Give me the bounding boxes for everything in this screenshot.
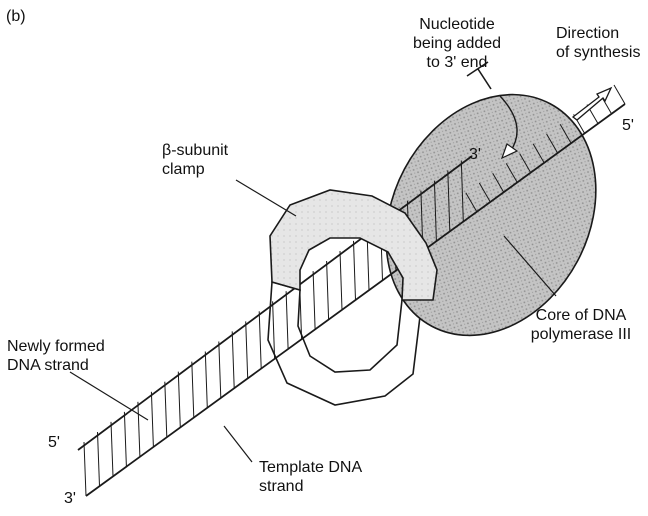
- base-pair-rung: [246, 321, 248, 378]
- clamp-back-half: [268, 282, 422, 405]
- newly-formed-5prime-label: 5': [48, 434, 60, 452]
- base-pair-rung: [327, 261, 329, 320]
- base-pair-rung: [259, 311, 261, 368]
- direction-label: Direction of synthesis: [556, 24, 640, 62]
- growing-3prime-label: 3': [469, 146, 481, 164]
- base-pair-rung: [84, 442, 86, 496]
- nucleotide-label: Nucleotide being added to 3' end: [393, 15, 521, 72]
- template-3prime-label: 3': [64, 490, 76, 508]
- base-pair-rung: [192, 362, 194, 418]
- base-pair-rung: [98, 432, 100, 486]
- base-pair-rung: [614, 85, 625, 104]
- newly-formed-leader: [70, 372, 148, 420]
- base-pair-rung: [138, 402, 140, 457]
- base-pair-rung: [354, 241, 356, 300]
- clamp-label: β-subunit clamp: [162, 141, 228, 179]
- template-leader: [224, 426, 252, 462]
- base-pair-rung: [219, 342, 221, 399]
- base-pair-rung: [232, 331, 234, 388]
- base-pair-rung: [111, 422, 113, 477]
- newly-formed-label: Newly formed DNA strand: [7, 337, 105, 375]
- clamp-leader: [236, 180, 296, 216]
- base-pair-rung: [151, 392, 153, 447]
- template-5prime-label: 5': [622, 117, 634, 135]
- base-pair-rung: [124, 412, 126, 467]
- base-pair-rung: [178, 372, 180, 428]
- base-pair-rung: [205, 352, 207, 408]
- base-pair-rung: [165, 382, 167, 438]
- panel-label: (b): [6, 7, 26, 26]
- base-pair-rung: [340, 251, 342, 310]
- core-label: Core of DNA polymerase III: [517, 306, 645, 344]
- base-pair-rung: [313, 271, 315, 329]
- template-label: Template DNA strand: [259, 458, 362, 496]
